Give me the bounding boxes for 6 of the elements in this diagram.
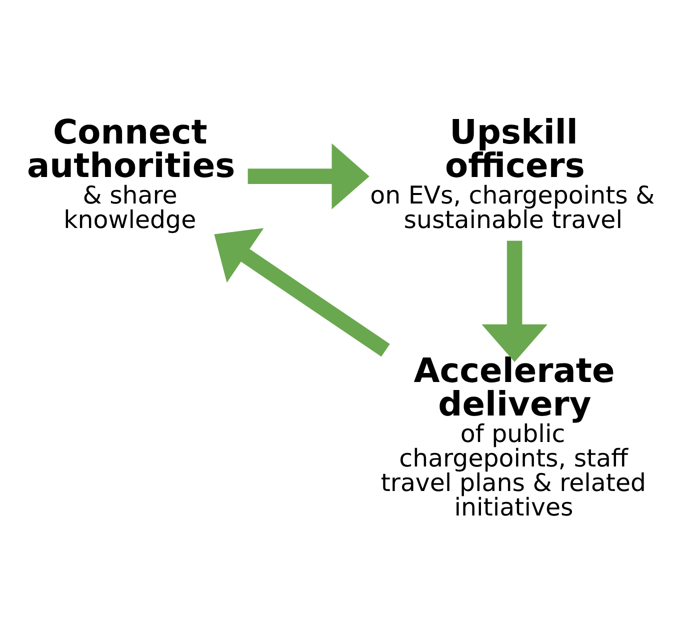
node-text: Accelerate delivery of public chargepoints, staff travel plans & related initiatives — [380, 351, 646, 522]
arrow — [214, 228, 390, 357]
arrow — [482, 240, 548, 362]
node-text: Connect authorities & share knowledge — [26, 112, 236, 234]
arrow — [248, 143, 370, 210]
node-text: Upskill officers on EVs, chargepoints & sustainable travel — [370, 112, 655, 234]
